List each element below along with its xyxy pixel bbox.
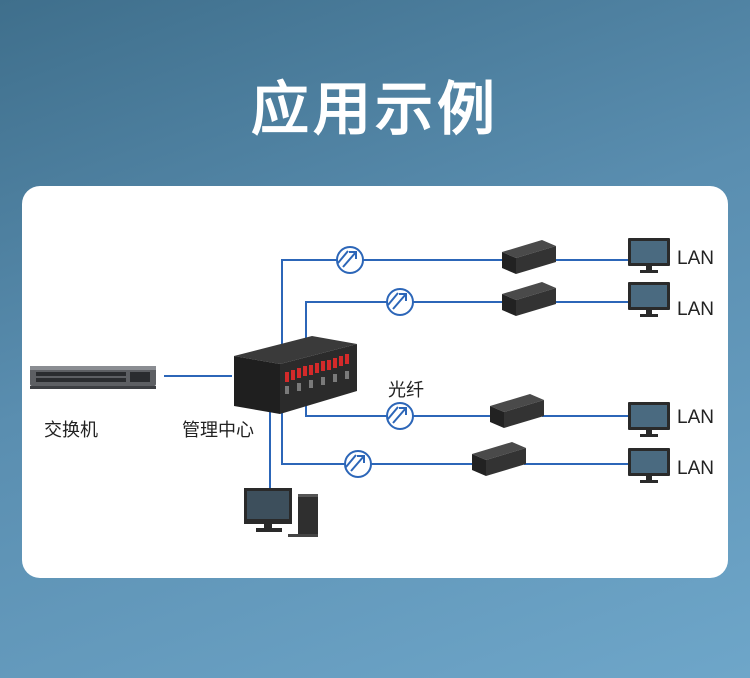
lan-label-1: LAN (677, 248, 714, 269)
desktop-computer (244, 488, 318, 537)
lan-label-2: LAN (677, 299, 714, 320)
center-label: 管理中心 (182, 420, 254, 441)
network-diagram (30, 238, 670, 537)
coupler-arrows (337, 250, 407, 472)
switch-label: 交换机 (44, 420, 98, 441)
diagram-card: 交换机 管理中心 光纤 LAN LAN LAN LAN (22, 186, 728, 578)
management-chassis (234, 336, 357, 414)
page-title: 应用示例 (250, 75, 499, 143)
monitor (628, 238, 670, 483)
fiber-label: 光纤 (388, 380, 424, 401)
lan-label-3: LAN (677, 407, 714, 428)
switch-device (30, 366, 156, 389)
lan-label-4: LAN (677, 458, 714, 479)
media-converter (472, 240, 556, 476)
